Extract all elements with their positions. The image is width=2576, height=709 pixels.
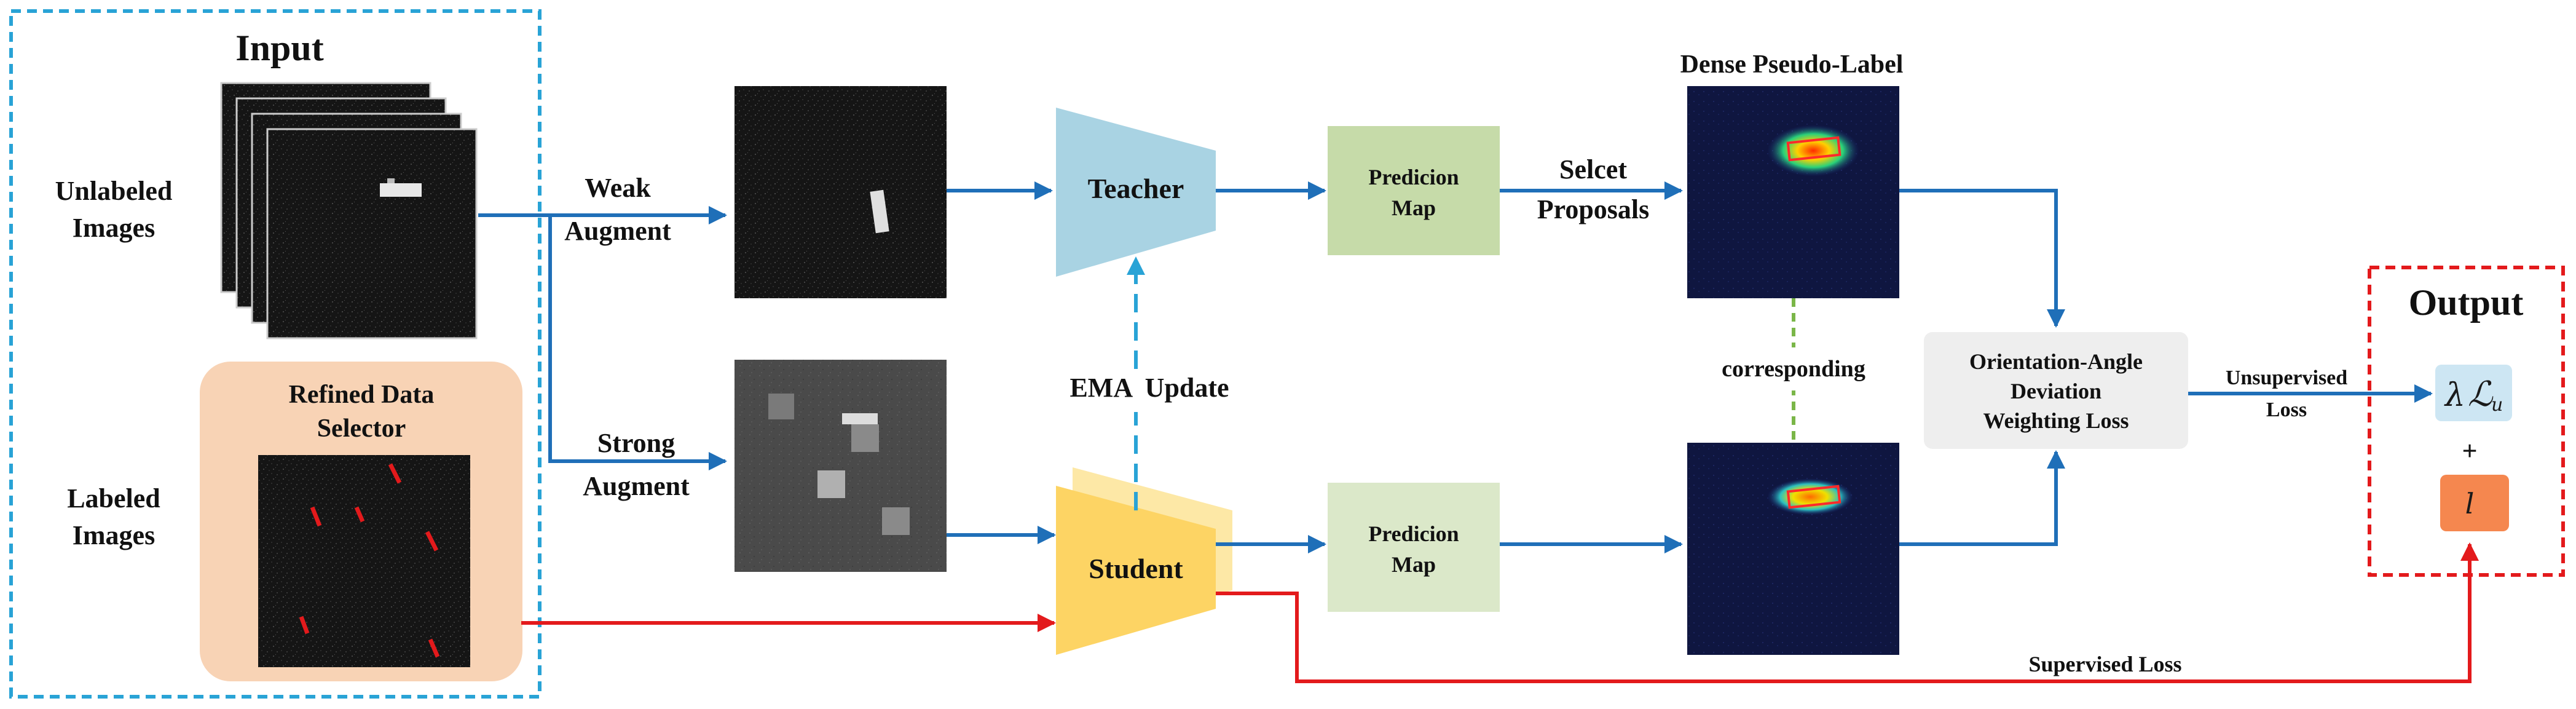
strong-augment-label: Strong Augment (583, 428, 690, 501)
prediction-map-bottom-label: Predicion Map (1368, 521, 1459, 577)
svg-text:ℒ: ℒ (2468, 374, 2494, 414)
student-pseudo-label-image (1687, 443, 1899, 655)
supervised-loss-label: Supervised Loss (2028, 652, 2181, 676)
output-border (2368, 266, 2565, 577)
unlabeled-image-stack (220, 82, 478, 339)
unsupervised-loss-term-box (2435, 365, 2512, 421)
svg-text:Deviation: Deviation (2011, 379, 2101, 403)
svg-text:Predicion: Predicion (1368, 165, 1459, 189)
plus-sign: + (2462, 436, 2477, 466)
svg-text:Map: Map (1392, 196, 1436, 220)
svg-text:Unsupervised: Unsupervised (2226, 366, 2347, 389)
svg-text:λ: λ (2444, 377, 2465, 414)
weak-augmented-image (735, 86, 947, 298)
input-border (9, 9, 542, 699)
svg-text:Orientation-Angle: Orientation-Angle (1969, 349, 2143, 374)
arrow-pseudo-to-loss (1899, 189, 2065, 328)
input-title: Input (235, 28, 323, 68)
teacher-model (1056, 108, 1216, 277)
unsupervised-loss-term: λ ℒ u (2444, 374, 2503, 416)
orientation-angle-loss-box (1924, 332, 2188, 449)
svg-text:Weak: Weak (585, 173, 651, 203)
corresponding-label: corresponding (1722, 356, 1865, 382)
svg-text:Weighting Loss: Weighting Loss (1983, 408, 2129, 433)
svg-text:Selcet: Selcet (1559, 154, 1627, 184)
student-model (1056, 486, 1216, 655)
output-title: Output (2409, 282, 2524, 323)
svg-text:Strong: Strong (597, 428, 675, 458)
weak-augment-label: Weak Augment (564, 173, 671, 246)
svg-text:Map: Map (1392, 552, 1436, 577)
dense-pseudo-label-image (1687, 86, 1899, 298)
labeled-label: Labeled Images (67, 483, 160, 550)
svg-text:Loss: Loss (2266, 398, 2307, 421)
teacher-label: Teacher (1088, 173, 1184, 204)
arrow-to-strong (548, 215, 727, 470)
svg-text:Predicion: Predicion (1368, 521, 1459, 546)
select-proposals-label: Selcet Proposals (1537, 154, 1650, 224)
prediction-map-top (1328, 126, 1500, 255)
svg-text:Images: Images (73, 520, 155, 550)
strong-augmented-image (735, 360, 947, 572)
arrow-supervised-loss (1216, 542, 2479, 683)
supervised-loss-term-box (2440, 475, 2509, 531)
svg-text:u: u (2491, 394, 2503, 416)
supervised-loss-term: l (2465, 487, 2475, 520)
svg-text:Images: Images (73, 213, 155, 243)
svg-text:Augment: Augment (564, 216, 671, 246)
ema-update-label: EMA Update (1069, 373, 1229, 403)
svg-text:Augment: Augment (583, 471, 690, 501)
svg-text:Selector: Selector (317, 414, 406, 443)
svg-text:Refined Data: Refined Data (289, 381, 435, 409)
dense-pseudo-label-title: Dense Pseudo-Label (1680, 50, 1904, 79)
student-label: Student (1089, 553, 1183, 584)
arrow-student-image-to-loss (1899, 450, 2065, 546)
svg-text:Unlabeled: Unlabeled (55, 176, 173, 206)
orientation-angle-loss-label: Orientation-Angle Deviation Weighting Lo… (1969, 349, 2143, 433)
selector-label: Refined Data Selector (289, 381, 435, 443)
unsupervised-loss-label: Unsupervised Loss (2226, 366, 2347, 421)
svg-text:Proposals: Proposals (1537, 194, 1650, 224)
labeled-image (258, 455, 470, 667)
prediction-map-top-label: Predicion Map (1368, 165, 1459, 220)
svg-text:Labeled: Labeled (67, 483, 160, 513)
prediction-map-bottom (1328, 483, 1500, 612)
svg-text:l: l (2465, 487, 2475, 520)
unlabeled-label: Unlabeled Images (55, 176, 173, 243)
